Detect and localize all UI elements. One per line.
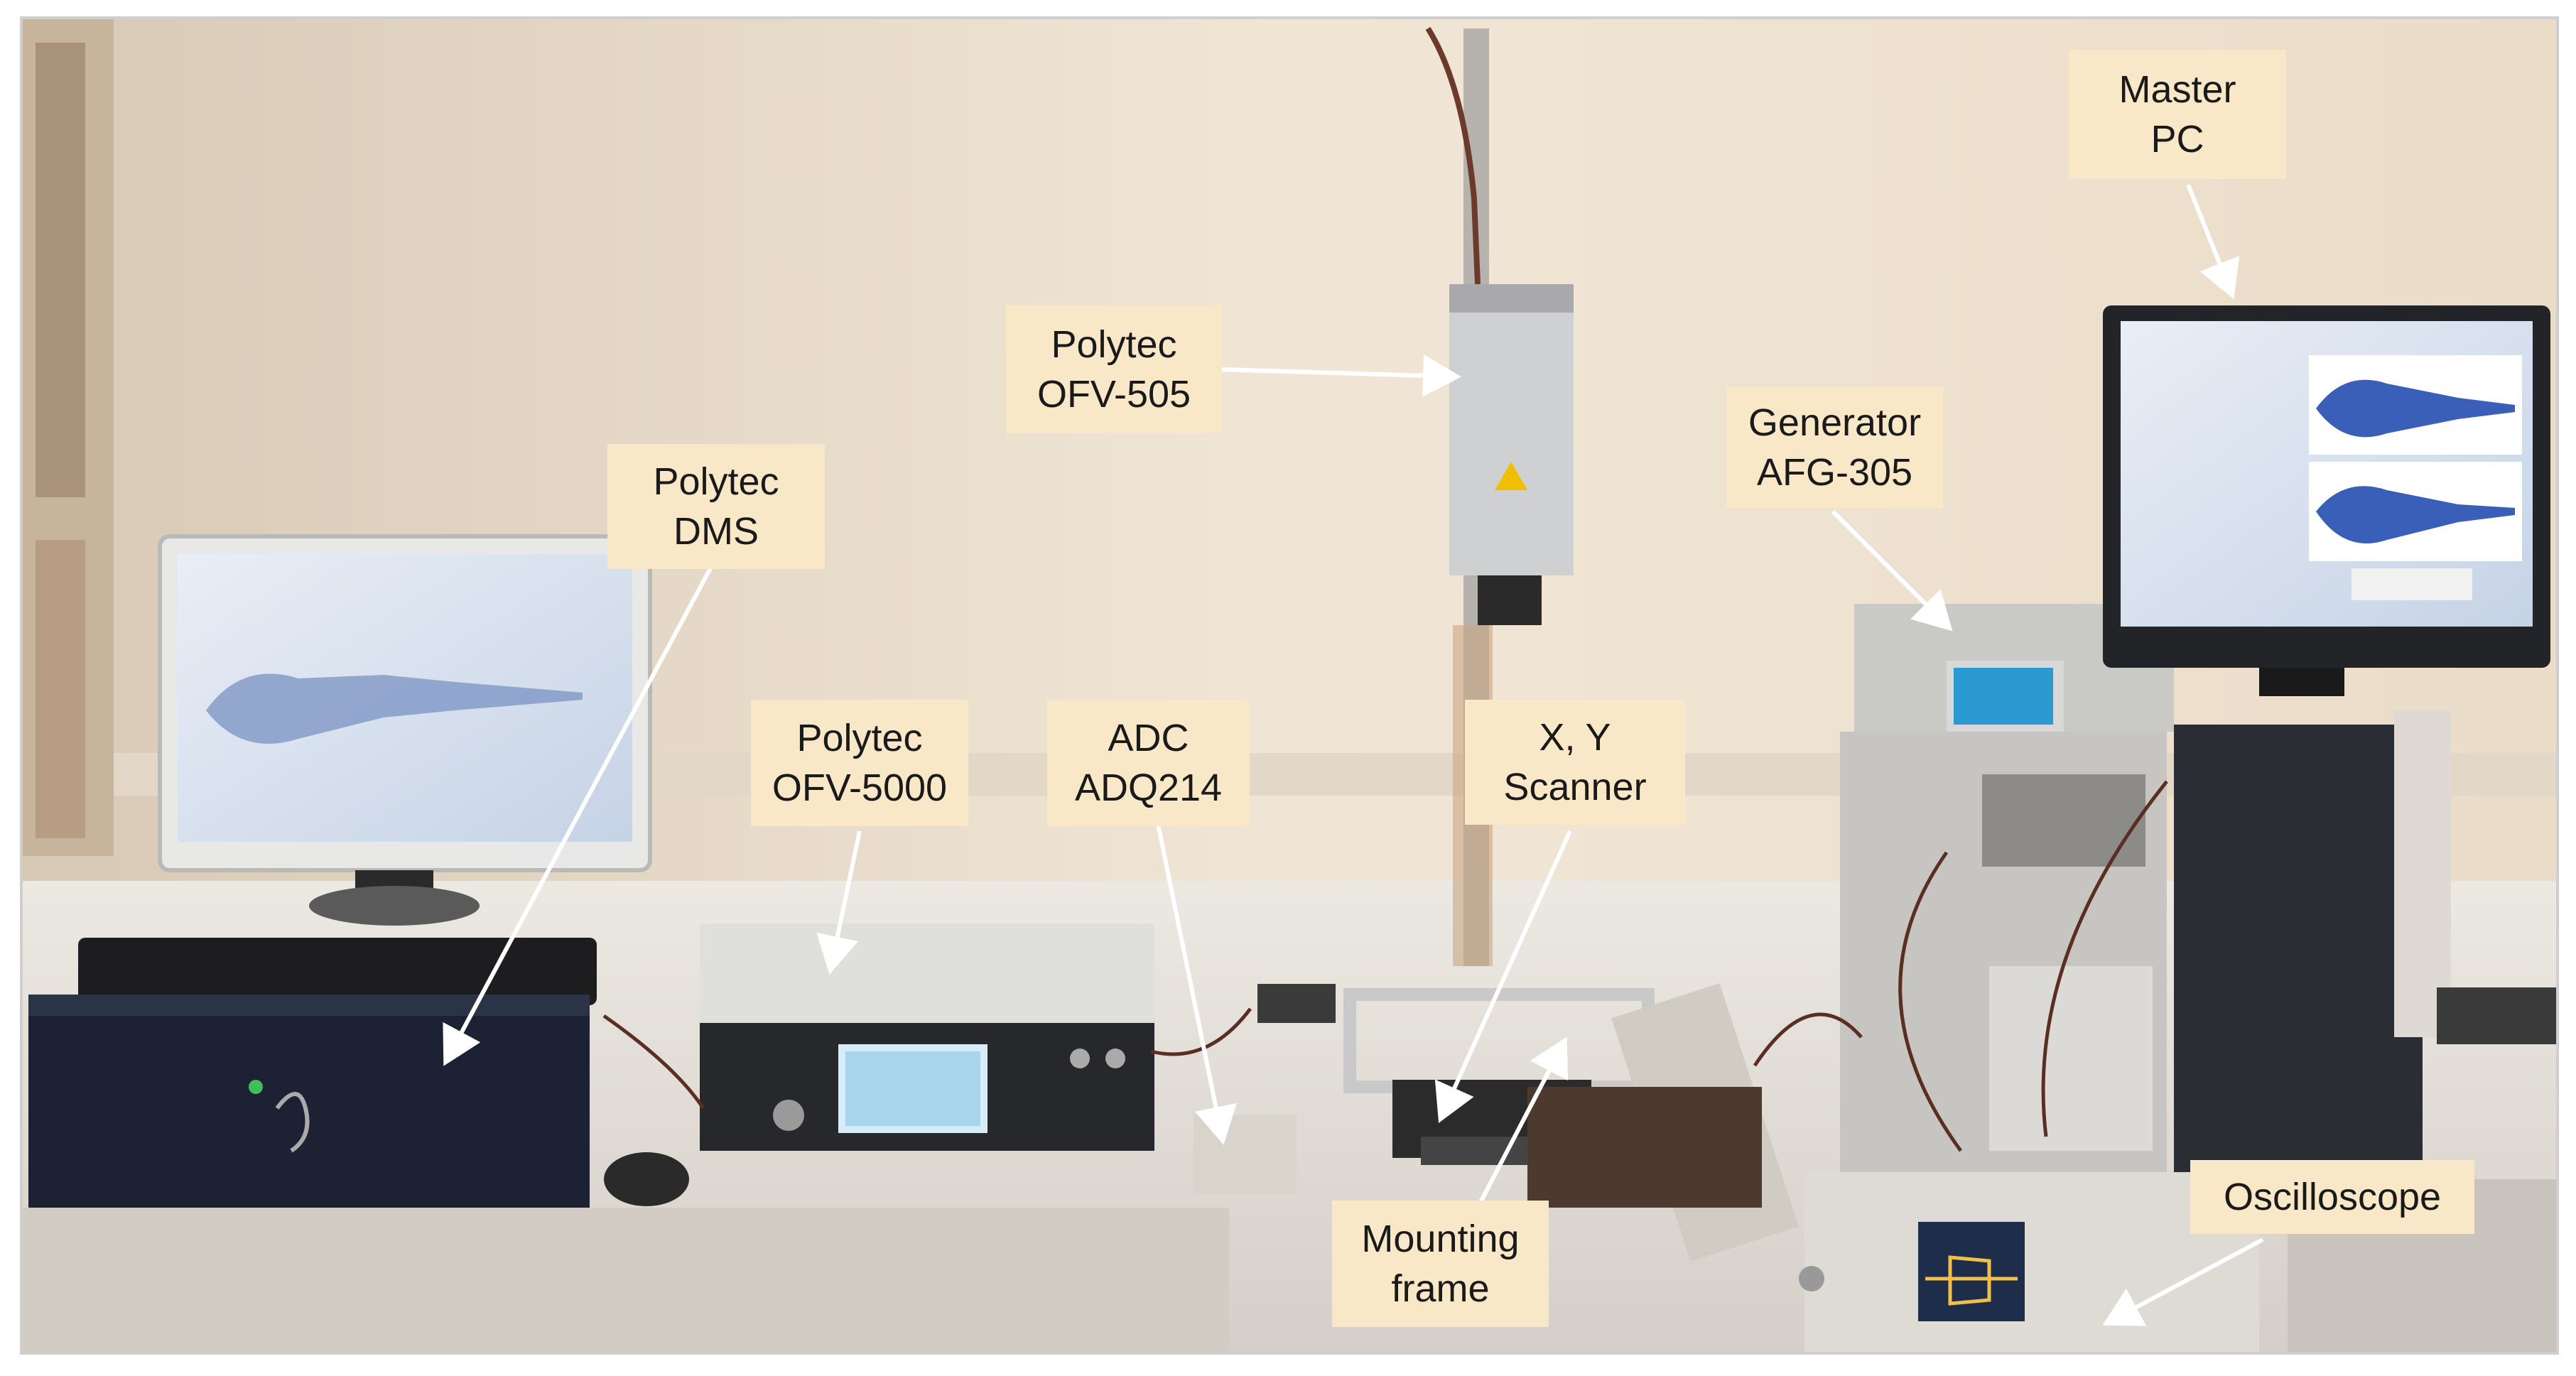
annotation-arrows <box>443 183 2264 1326</box>
pc-tower-black <box>2174 725 2423 1222</box>
label-polytec-dms: Polytec DMS <box>607 444 825 569</box>
label-mounting-frame: Mounting frame <box>1332 1201 1549 1327</box>
label-polytec-ofv-505: Polytec OFV-505 <box>1006 305 1222 433</box>
arrow-scanner <box>1434 830 1572 1123</box>
base-plate <box>1527 1087 1762 1208</box>
arrow-master-pc <box>2186 183 2240 300</box>
label-xy-scanner: X, Y Scanner <box>1465 700 1685 825</box>
pc-tower-silver <box>1840 732 2167 1172</box>
label-adc-adq214: ADC ADQ214 <box>1047 700 1250 826</box>
arrow-generator <box>1831 509 1953 632</box>
label-master-pc: Master PC <box>2069 50 2286 179</box>
label-generator-afg-305: Generator AFG-305 <box>1726 387 1943 508</box>
adc-box <box>1194 1115 1297 1193</box>
arrow-ofv-5000 <box>816 830 862 975</box>
polytec-dms-unit <box>28 995 590 1208</box>
label-polytec-ofv-5000: Polytec OFV-5000 <box>751 700 968 826</box>
left-monitor <box>158 534 652 926</box>
arrow-ofv-505 <box>1221 354 1461 397</box>
arrow-oscilloscope <box>2102 1237 2264 1326</box>
ofv-505-laser-head <box>1449 28 1574 966</box>
keyboard <box>78 938 597 1005</box>
mouse <box>604 1152 689 1206</box>
arrow-dms <box>443 567 713 1066</box>
cables <box>602 780 2168 1152</box>
arrow-mounting-frame <box>1476 1036 1569 1209</box>
keyboard-right <box>2437 987 2558 1044</box>
master-pc-monitor <box>2103 305 2550 696</box>
oscilloscope-unit <box>1799 1172 2259 1353</box>
arrow-adc <box>1156 823 1237 1145</box>
ofv-5000-controller <box>700 923 1154 1151</box>
label-oscilloscope: Oscilloscope <box>2190 1160 2474 1234</box>
